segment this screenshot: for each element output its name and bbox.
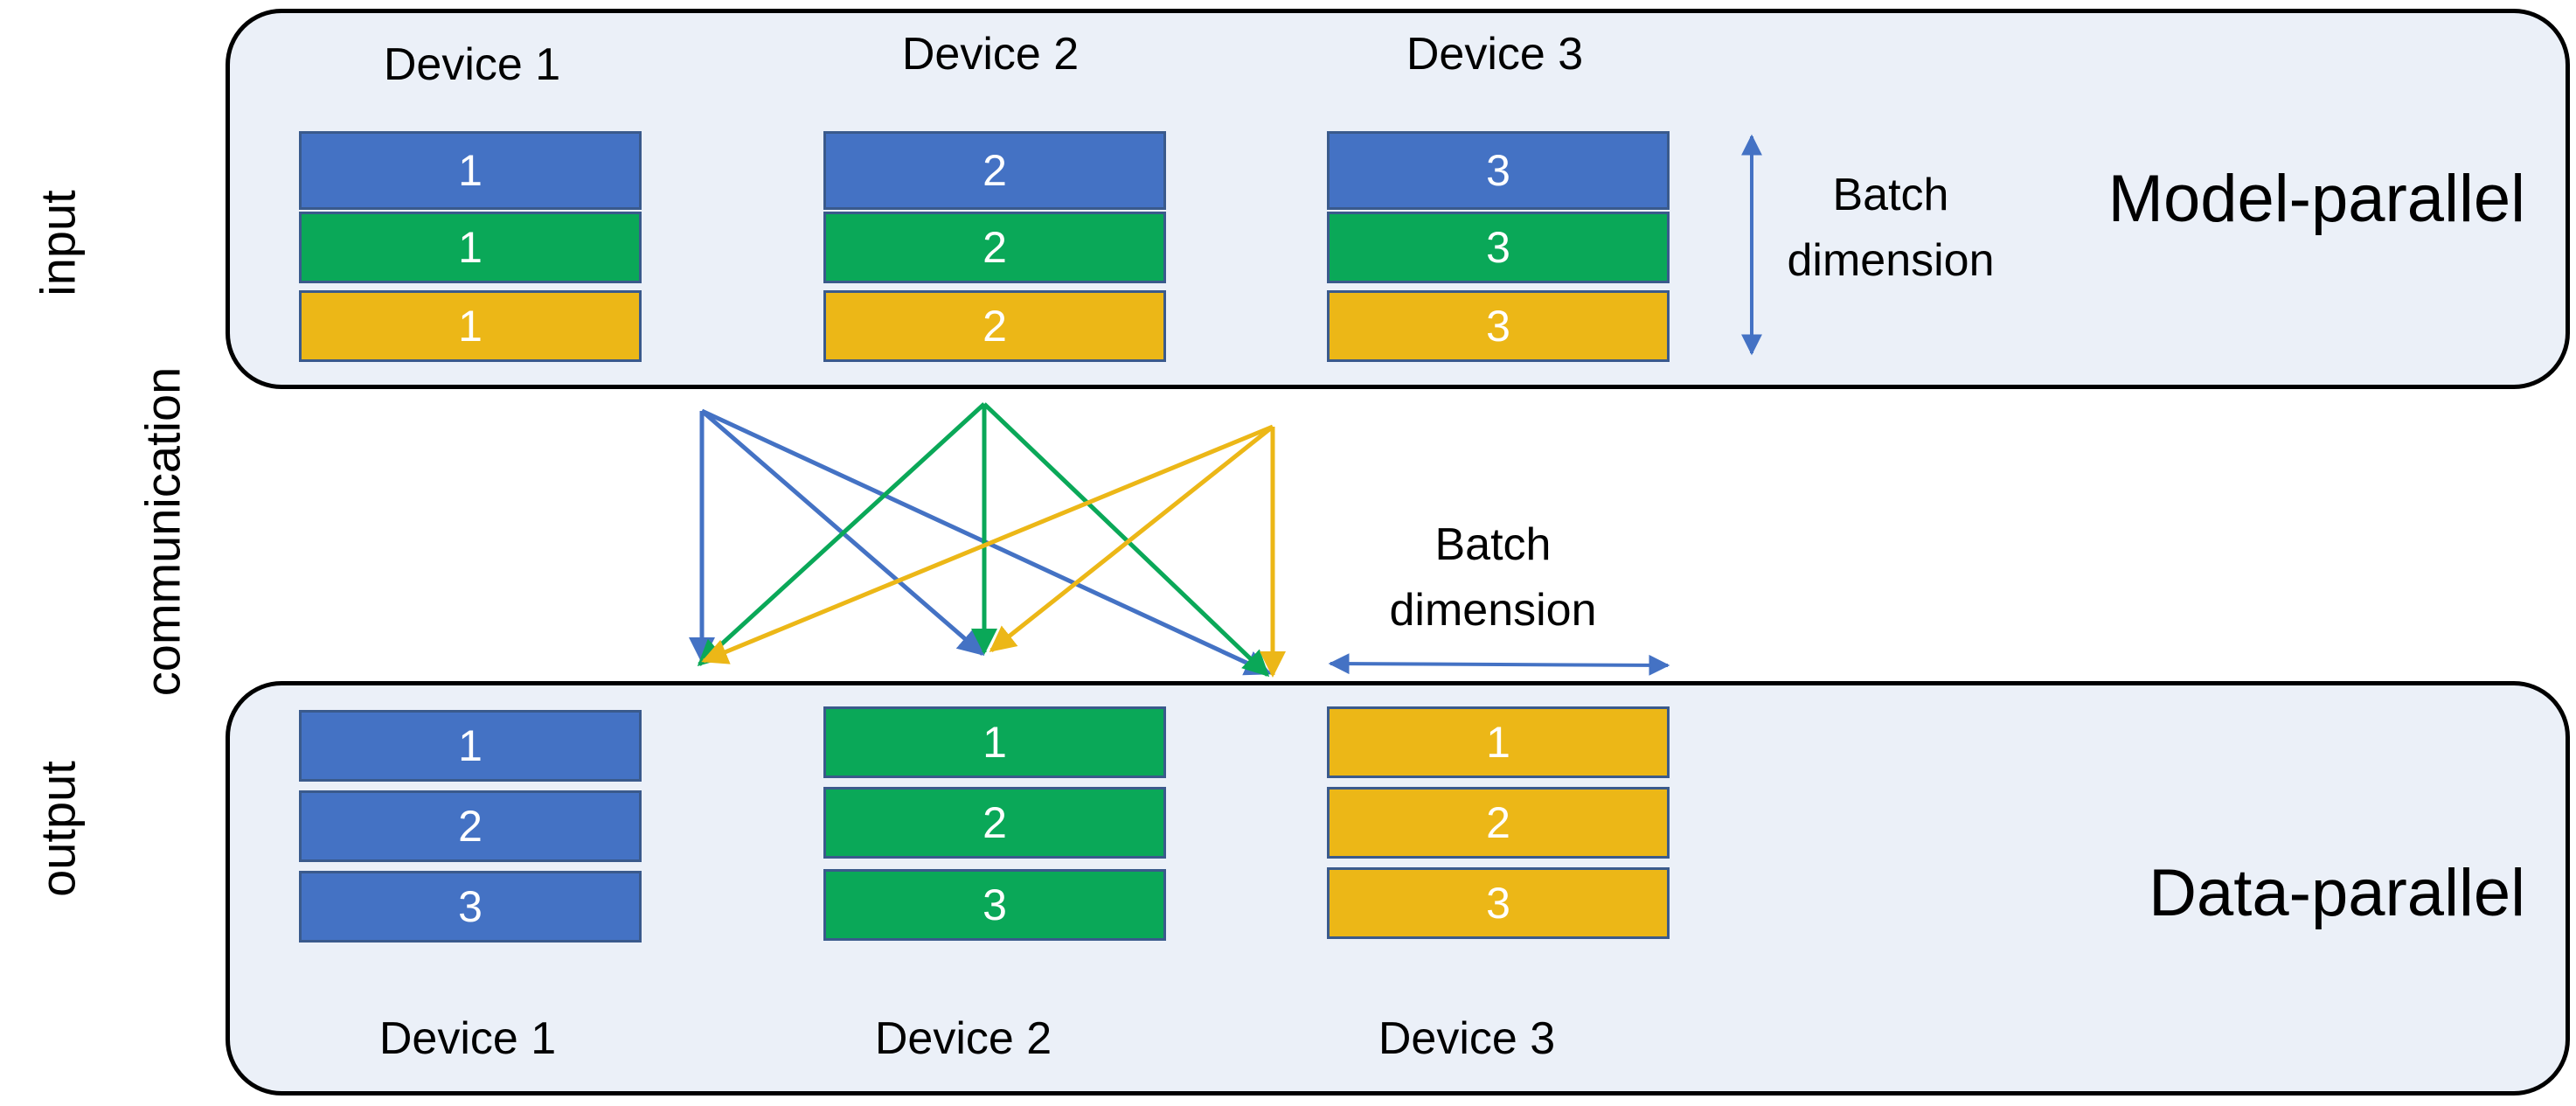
bottom-device-1-block-3: 3 [299, 871, 642, 943]
model-parallel-label: Model-parallel [2107, 162, 2525, 236]
bottom-device-3-block-1: 1 [1327, 706, 1670, 778]
green-arrow-to-device-3 [982, 402, 1270, 678]
output-label: output [30, 761, 86, 897]
bottom-device-1-label: Device 1 [378, 1013, 557, 1064]
top-batch-dimension-label: Batch dimension [1787, 163, 1994, 295]
bottom-device-1-block-2: 2 [299, 790, 642, 862]
bottom-device-2-block-1: 1 [823, 706, 1166, 778]
green-arrow-to-device-1 [697, 402, 986, 667]
top-device-2-block-green: 2 [823, 212, 1166, 283]
top-device-2-block-yellow: 2 [823, 290, 1166, 362]
bottom-device-3-block-3: 3 [1327, 867, 1670, 939]
bottom-batch-label-line2: dimension [1389, 585, 1597, 636]
yellow-arrow-to-device-1 [701, 424, 1274, 664]
bottom-batch-dimension-arrow [1328, 653, 1670, 676]
top-device-3-label: Device 3 [1406, 29, 1584, 80]
bottom-device-3-label: Device 3 [1378, 1013, 1556, 1064]
bottom-device-1-block-1: 1 [299, 710, 642, 782]
blue-arrow-to-device-2 [700, 409, 985, 656]
bottom-device-3-block-2: 2 [1327, 787, 1670, 859]
data-parallel-label: Data-parallel [2149, 856, 2525, 930]
top-device-1-block-yellow: 1 [299, 290, 642, 362]
top-device-2-block-blue: 2 [823, 131, 1166, 210]
top-device-3-block-blue: 3 [1327, 131, 1670, 210]
yellow-arrow-to-device-2 [989, 425, 1274, 652]
top-device-1-block-green: 1 [299, 212, 642, 283]
top-device-2-label: Device 2 [901, 29, 1080, 80]
top-batch-label-line2: dimension [1787, 235, 1995, 287]
bottom-batch-label-line1: Batch [1434, 519, 1552, 570]
bottom-device-2-label: Device 2 [874, 1013, 1052, 1064]
bottom-device-2-block-2: 2 [823, 787, 1166, 859]
bottom-device-2-block-3: 3 [823, 869, 1166, 941]
communication-label: communication [135, 366, 191, 697]
bottom-batch-dimension-label: Batch dimension [1389, 512, 1596, 644]
top-device-3-block-green: 3 [1327, 212, 1670, 283]
input-label: input [30, 190, 86, 296]
top-device-3-block-yellow: 3 [1327, 290, 1670, 362]
top-device-1-label: Device 1 [383, 39, 561, 90]
top-device-1-block-blue: 1 [299, 131, 642, 210]
blue-arrow-to-device-3 [700, 408, 1272, 676]
top-batch-label-line1: Batch [1832, 170, 1949, 220]
